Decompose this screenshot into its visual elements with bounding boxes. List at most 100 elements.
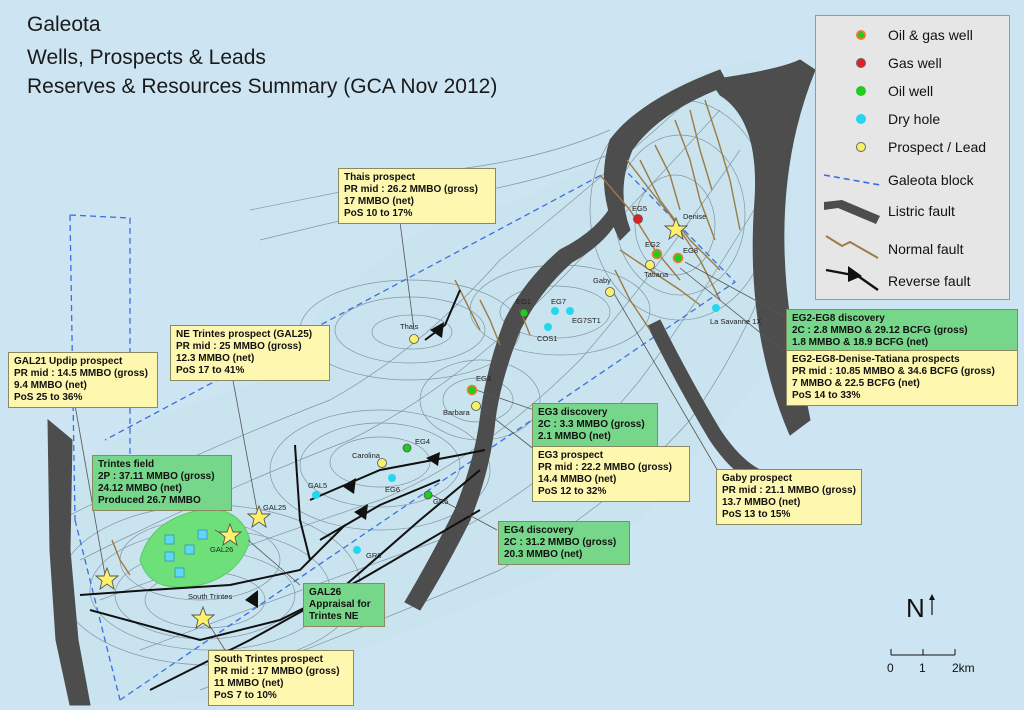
box-line: 2C : 3.3 MMBO (gross) [538,419,645,430]
box-title: GAL21 Updip prospect [14,356,123,367]
box-title: GAL26 [309,587,342,598]
scale-tick: 2km [952,661,975,675]
scale-bar-graphic [890,649,956,656]
legend-label: Normal fault [888,241,964,257]
well-label: EG7 [551,297,567,306]
legend-item: Gas well [816,50,1011,76]
box-line: PoS 17 to 41% [176,365,245,376]
legend-label: Prospect / Lead [888,139,987,155]
box-line: PR mid : 14.5 MMBO (gross) [14,368,148,379]
box-line: PR mid : 22.2 MMBO (gross) [538,462,672,473]
legend-label: Reverse fault [888,273,971,289]
map-subtitle: Wells, Prospects & Leads [27,46,266,69]
well-label: GAL25 [263,503,287,512]
wells [312,214,720,554]
box-line: Appraisal for [309,599,371,610]
well-label: Carolina [352,451,380,460]
normal-fault-icon [825,235,879,259]
map-subtitle-2: Reserves & Resources Summary (GCA Nov 20… [27,75,498,98]
legend-label: Dry hole [888,111,941,127]
legend-item: Galeota block [816,168,1011,194]
box-line: Trintes NE [309,611,359,622]
box-title: Thais prospect [344,172,416,183]
scale-bar: 0 1 2km [885,645,985,685]
box-line: PoS 14 to 33% [792,390,861,401]
dry-hole-icon [856,114,866,124]
box-title: EG3 discovery [538,407,608,418]
gaby-prospect-box: Gaby prospect PR mid : 21.1 MMBO (gross)… [716,469,862,525]
box-line: 14.4 MMBO (net) [538,474,617,485]
north-arrow-icon [928,594,935,615]
box-line: PoS 7 to 10% [214,690,277,701]
oil-well-icon [856,86,866,96]
box-line: 1.8 MMBO & 18.9 BCFG (net) [792,337,929,348]
listric-fault-icon [824,200,880,224]
legend-label: Listric fault [888,203,955,219]
legend-item: Prospect / Lead [816,134,1011,160]
trintes-field-area [139,508,251,588]
box-line: PR mid : 17 MMBO (gross) [214,666,340,677]
well-label: Barbara [443,408,470,417]
well-label: Denise [683,212,707,221]
dashed-line-icon [823,174,881,186]
trintes-field-box: Trintes field 2P : 37.11 MMBO (gross) 24… [92,455,232,511]
box-line: 11 MMBO (net) [214,678,284,689]
box-line: PR mid : 10.85 MMBO & 34.6 BCFG (gross) [792,366,995,377]
well-label: EG3 [476,374,492,383]
well-label: EG8 [683,246,699,255]
box-line: PoS 13 to 15% [722,509,791,520]
well-label: EG7ST1 [572,316,601,325]
well-label: La Savanne 1X [710,317,762,326]
well-label: EG4 [415,437,431,446]
legend-item: Oil well [816,78,1011,104]
south-trintes-box: South Trintes prospect PR mid : 17 MMBO … [208,650,354,706]
well-label: EG1 [516,297,532,306]
well-label: GR6 [366,551,382,560]
gal21-box: GAL21 Updip prospect PR mid : 14.5 MMBO … [8,352,158,408]
north-label: N [906,593,925,623]
gas-well-icon [856,58,866,68]
scale-tick: 1 [919,661,926,675]
legend-label: Oil & gas well [888,27,973,43]
eg3-discovery-box: EG3 discovery 2C : 3.3 MMBO (gross) 2.1 … [532,403,658,447]
well-label: EG6 [385,485,401,494]
eg4-discovery-box: EG4 discovery 2C : 31.2 MMBO (gross) 20.… [498,521,630,565]
legend: Oil & gas well Gas well Oil well Dry hol… [815,15,1010,300]
box-title: Gaby prospect [722,473,793,484]
box-line: 2P : 37.11 MMBO (gross) [98,471,215,482]
box-line: 2C : 31.2 MMBO (gross) [504,537,617,548]
ne-trintes-box: NE Trintes prospect (GAL25) PR mid : 25 … [170,325,330,381]
box-line: 20.3 MMBO (net) [504,549,583,560]
reverse-fault-teeth [245,322,444,608]
box-line: 17 MMBO (net) [344,196,414,207]
box-title: EG2-EG8 discovery [792,313,885,324]
legend-item: Normal fault [816,235,1011,262]
box-line: PoS 12 to 32% [538,486,607,497]
box-title: Trintes field [98,459,155,470]
box-line: 2.1 MMBO (net) [538,431,611,442]
legend-item: Oil & gas well [816,22,1011,48]
eg3-prospect-box: EG3 prospect PR mid : 22.2 MMBO (gross) … [532,446,690,502]
well-label: Tatiana [644,270,669,279]
box-title: NE Trintes prospect (GAL25) [176,329,313,340]
well-label: COS1 [537,334,558,343]
gal26-box: GAL26 Appraisal for Trintes NE [303,583,385,627]
prospect-stars [94,216,689,630]
box-line: 13.7 MMBO (net) [722,497,801,508]
field-well-squares [164,529,208,578]
scale-tick: 0 [887,661,894,675]
leader-lines [74,221,789,651]
well-label: Thais [400,322,419,331]
well-label: Gaby [593,276,611,285]
box-title: South Trintes prospect [214,654,323,665]
well-label: EG2 [645,240,661,249]
box-line: PR mid : 25 MMBO (gross) [176,341,302,352]
box-line: PoS 25 to 36% [14,392,83,403]
reverse-fault-icon [825,266,879,291]
oil-gas-well-icon [856,30,866,40]
box-title: EG3 prospect [538,450,604,461]
well-label: EG5 [632,204,648,213]
box-line: 7 MMBO & 22.5 BCFG (net) [792,378,920,389]
box-line: PR mid : 26.2 MMBO (gross) [344,184,478,195]
